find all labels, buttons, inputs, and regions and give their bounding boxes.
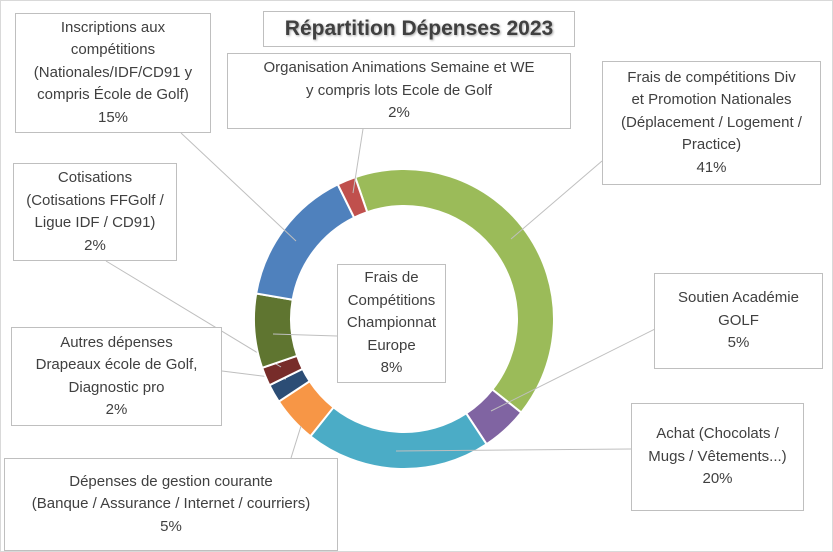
data-label-text: Drapeaux école de Golf, (35, 356, 198, 373)
data-label-text: Inscriptions aux (60, 18, 166, 36)
data-label: Inscriptions aux compétitions (Nationales/… (15, 13, 211, 133)
data-label-percent: 2% (84, 236, 106, 254)
data-label-text: (Banque / Assurance / Internet / courrie… (31, 495, 311, 513)
data-label: Dépenses de gestion courante (Banque / As… (4, 458, 338, 551)
chart-title: Répartition Dépenses 2023 (263, 11, 575, 47)
data-label-percent: 41% (696, 158, 727, 176)
data-label-text: Frais de compétitions Div (627, 68, 796, 86)
data-label-percent: 15% (97, 108, 129, 126)
data-label-text: Compétitions (347, 291, 436, 309)
data-label-text: Ligue IDF / CD91) (34, 214, 156, 231)
leader-line (272, 333, 338, 337)
data-label: Frais de compétitions Div et Promotion Na… (602, 61, 821, 185)
data-label-text: (Nationales/IDF/CD91 y (33, 63, 193, 81)
data-label-text: Achat (Chocolats / (656, 425, 779, 443)
data-label-percent: 20% (702, 470, 733, 488)
leader-line (395, 448, 632, 452)
donut-slice (253, 292, 299, 370)
data-label-text: (Déplacement / Logement / (621, 113, 802, 131)
data-label-text: Practice) (681, 136, 742, 154)
data-label: Achat (Chocolats / Mugs / Vêtements...) 20… (631, 403, 804, 511)
data-label-text: y compris lots Ecole de Golf (306, 81, 492, 99)
data-label-text: Organisation Animations Semaine et WE (263, 59, 535, 77)
data-label-text: Championnat (346, 314, 437, 332)
leader-line (352, 128, 364, 194)
data-label-text: Autres dépenses (60, 333, 173, 351)
data-label-text: compris École de Golf) (37, 86, 189, 104)
leader-line (105, 260, 282, 368)
data-label-percent: 5% (160, 517, 182, 535)
leader-line (290, 425, 302, 459)
data-label-text: GOLF (718, 311, 759, 329)
data-label-text: Cotisations (57, 169, 133, 186)
data-label-percent: 5% (727, 334, 750, 352)
donut-slice (353, 168, 555, 414)
data-label-text: Frais de (364, 269, 419, 287)
data-label: Organisation Animations Semaine et WE y c… (227, 53, 571, 129)
data-label: Cotisations (Cotisations FFGolf / Ligue ID… (13, 163, 177, 261)
data-label-text: (Cotisations FFGolf / (26, 191, 164, 209)
data-label-text: Mugs / Vêtements...) (648, 447, 787, 465)
leader-line (510, 160, 603, 240)
data-label-text: Soutien Académie (678, 289, 799, 307)
data-label-text: et Promotion Nationales (631, 91, 792, 109)
data-label-text: Diagnostic pro (68, 378, 165, 396)
data-label-text: Dépenses de gestion courante (69, 472, 273, 490)
data-label-percent: 2% (105, 401, 128, 418)
data-label-text: Europe (367, 336, 416, 354)
donut-slice (336, 175, 369, 219)
data-label-text: compétitions (70, 41, 156, 59)
data-label-percent: 8% (380, 359, 403, 377)
data-label-percent: 2% (388, 104, 410, 122)
leader-line (180, 132, 297, 242)
